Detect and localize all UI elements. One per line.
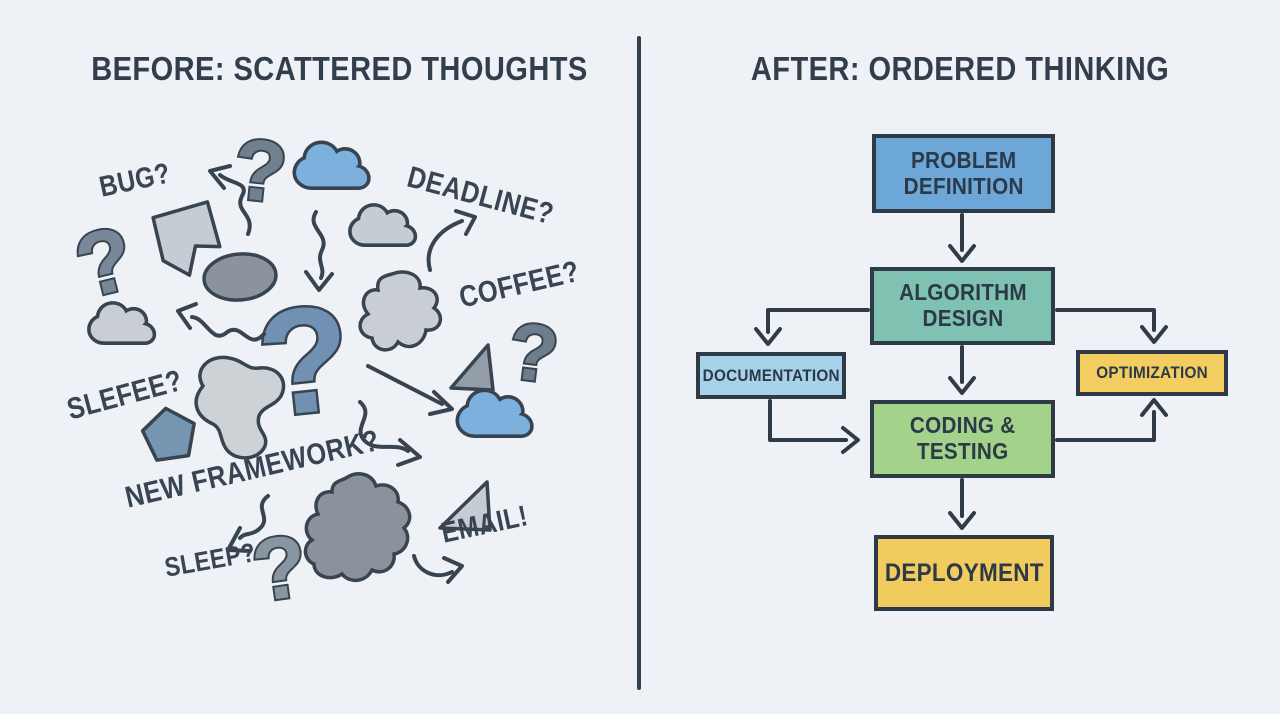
squiggle-arrow-icon (176, 302, 266, 342)
banner-shape (151, 200, 222, 277)
scatter-label-bug: BUG? (96, 157, 174, 204)
straight-arrow-icon (366, 364, 454, 416)
flow-node-label: ALGORITHM DESIGN (898, 279, 1027, 331)
cloud-icon (455, 388, 534, 439)
squiggle-arrow-icon (426, 209, 477, 272)
flow-node-label: DEPLOYMENT (884, 559, 1044, 587)
flow-node-label: CODING & TESTING (909, 412, 1016, 464)
flow-node-problem-definition: PROBLEM DEFINITION (872, 134, 1055, 213)
scatter-label-email: EMAIL! (438, 500, 531, 550)
blob-shape (303, 472, 412, 583)
question-mark-icon: ? (66, 208, 144, 318)
scatter-label-slefee: SLEFEE? (63, 364, 186, 427)
flow-arrow-branch-right (1055, 308, 1168, 344)
pentagon-shape (140, 406, 196, 462)
squiggle-arrow-icon (412, 554, 464, 584)
flow-node-deployment: DEPLOYMENT (874, 535, 1054, 611)
blob-shape (194, 355, 286, 460)
flow-arrow-down (948, 345, 976, 395)
triangle-shape (449, 343, 495, 392)
scatter-label-sleep: SLEEP? (162, 537, 258, 583)
flow-node-label: OPTIMIZATION (1096, 363, 1208, 383)
after-panel-title: AFTER: ORDERED THINKING (750, 50, 1170, 87)
panel-divider (637, 36, 641, 690)
squiggle-arrow-icon (304, 210, 334, 292)
flow-arrow-branch-left (754, 308, 870, 346)
flow-node-label: DOCUMENTATION (702, 365, 840, 385)
cloud-icon (348, 203, 418, 247)
ellipse-shape (202, 252, 278, 302)
flow-arrow-up (1055, 398, 1168, 442)
cloud-icon (292, 140, 371, 191)
flow-node-documentation: DOCUMENTATION (696, 352, 846, 399)
squiggle-arrow-icon (208, 164, 252, 236)
flow-node-coding-testing: CODING & TESTING (870, 400, 1055, 478)
scatter-label-new-framework: NEW FRAMEWORK? (122, 424, 383, 515)
flow-node-algorithm-design: ALGORITHM DESIGN (870, 267, 1055, 345)
flow-node-label: PROBLEM DEFINITION (903, 146, 1024, 199)
flow-arrow-down (948, 213, 976, 263)
flow-node-optimization: OPTIMIZATION (1076, 350, 1228, 396)
cloud-icon (87, 301, 157, 346)
scatter-label-coffee: COFFEE? (456, 254, 583, 315)
flow-arrow-down (948, 478, 976, 530)
question-mark-icon: ? (229, 121, 291, 222)
before-panel-title: BEFORE: SCATTERED THOUGHTS (91, 50, 588, 87)
scatter-label-deadline: DEADLINE? (403, 160, 558, 232)
question-mark-icon: ? (504, 306, 563, 400)
blob-shape (358, 270, 443, 352)
flow-arrow-into-coding (768, 399, 860, 454)
question-mark-icon: ? (250, 272, 359, 449)
